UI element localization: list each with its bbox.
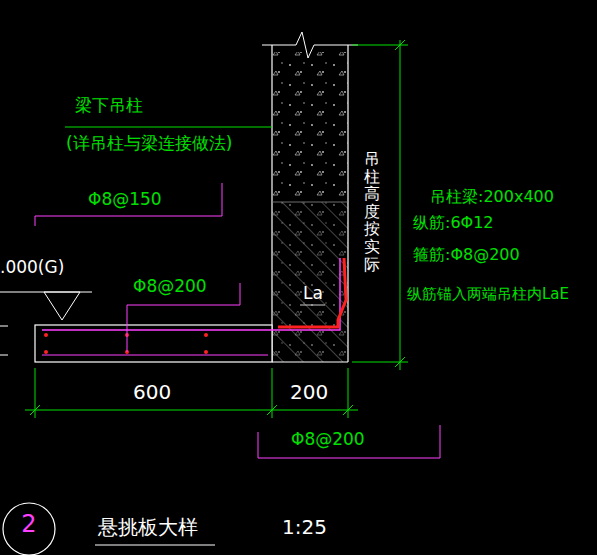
drawing-label: 1:25 bbox=[282, 516, 327, 539]
drawing-label: Φ8@200 bbox=[291, 430, 365, 450]
drawing-label: 箍筋:Φ8@200 bbox=[413, 246, 520, 264]
drawing-label: 梁下吊柱 bbox=[75, 96, 143, 116]
vertical-note: 吊柱高度按实际 bbox=[364, 150, 380, 273]
detail-number-circle: 2 bbox=[2, 502, 56, 555]
drawing-label: (详吊柱与梁连接做法) bbox=[66, 134, 232, 154]
drawing-label: 纵筋:6Φ12 bbox=[413, 214, 494, 232]
drawing-label: .000(G) bbox=[0, 258, 64, 278]
drawing-label: La bbox=[303, 284, 323, 304]
drawing-label: Φ8@150 bbox=[88, 190, 162, 210]
drawing-label: 200 bbox=[290, 381, 328, 404]
drawing-label: Φ8@200 bbox=[133, 277, 207, 297]
drawing-label: 纵筋锚入两端吊柱内LaE bbox=[407, 286, 569, 303]
detail-number: 2 bbox=[2, 510, 56, 538]
detail-title: 悬挑板大样 bbox=[98, 516, 198, 539]
drawing-label: 600 bbox=[133, 381, 171, 404]
drawing-label: 吊柱梁:200x400 bbox=[430, 188, 554, 206]
